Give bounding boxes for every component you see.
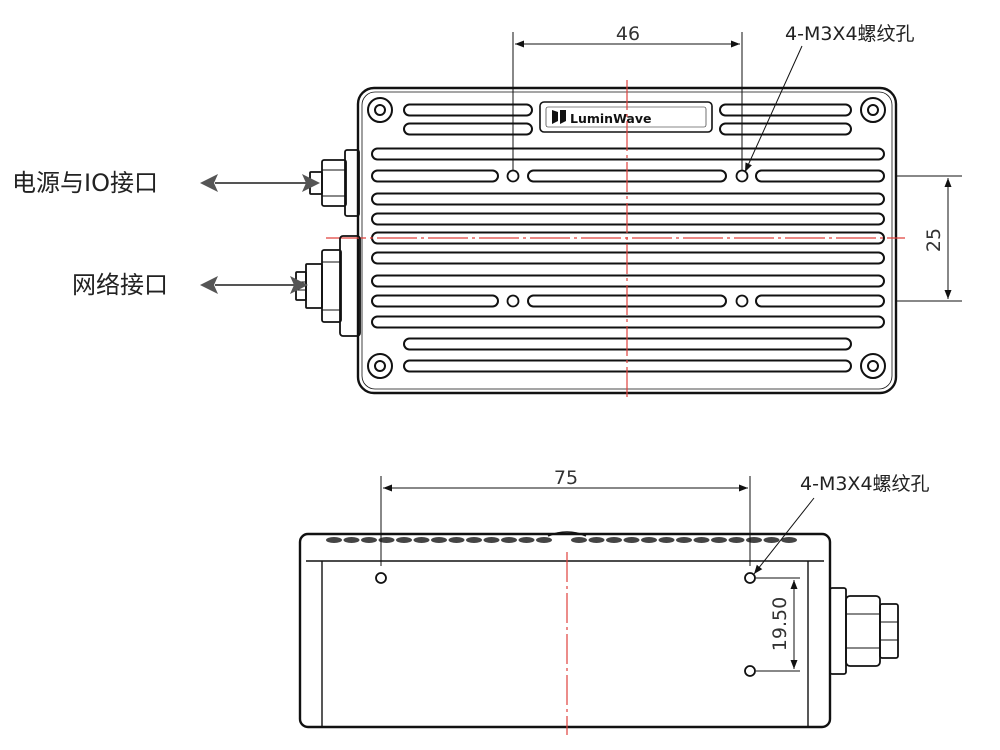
side-mount-hole-right-top <box>744 572 756 584</box>
cooling-fin-row-10-right <box>755 294 885 308</box>
mount-hole-bottom-left <box>506 294 520 308</box>
side-view-connector <box>829 587 899 675</box>
side-hole-callout-label: 4-M3X4螺纹孔 <box>800 473 930 495</box>
brand-name-text: LuminWave <box>570 111 651 126</box>
side-fin-tip-13 <box>536 537 552 543</box>
side-hole-callout-leader <box>753 497 815 575</box>
corner-screw-bottom-right <box>860 353 886 379</box>
side-dimension-75 <box>380 476 751 566</box>
top-dimension-25-label: 25 <box>923 228 945 252</box>
top-hole-callout-label: 4-M3X4螺纹孔 <box>785 23 915 45</box>
brand-logo-plate: LuminWave <box>539 101 713 133</box>
side-fin-tip-10 <box>483 537 500 543</box>
side-fin-tip-8 <box>448 537 465 543</box>
cooling-fin-row-8 <box>371 251 885 265</box>
side-fin-tip-6 <box>413 537 430 543</box>
top-hole-callout-leader <box>744 45 803 173</box>
side-fin-tip-3 <box>361 537 377 543</box>
side-view: 75 4-M3X4螺纹孔 19.50 <box>298 467 930 735</box>
side-view-fins <box>326 531 797 543</box>
side-dimension-19-50-label: 19.50 <box>769 597 791 651</box>
cooling-fin-row-1-left <box>403 103 533 117</box>
cooling-fin-row-1-right <box>719 103 852 117</box>
side-fin-tip-9 <box>466 537 482 543</box>
side-fin-tip-19 <box>641 537 657 543</box>
cooling-fin-row-4-right <box>755 169 885 183</box>
side-fin-tip-11 <box>501 537 517 543</box>
side-fin-tip-5 <box>396 537 412 543</box>
cooling-fin-row-2-right <box>719 122 852 136</box>
cooling-fin-row-11 <box>371 315 885 329</box>
side-fin-tip-1 <box>326 537 342 543</box>
cooling-fin-row-9 <box>371 274 885 288</box>
cooling-fin-row-2-left <box>403 122 533 136</box>
cooling-fin-row-10-left <box>371 294 499 308</box>
side-dimension-19-50 <box>756 577 800 672</box>
port-label-power-io: 电源与IO接口 <box>12 169 158 197</box>
mount-hole-bottom-right <box>735 294 749 308</box>
side-fin-tip-18 <box>623 537 640 543</box>
side-fin-tip-15 <box>571 537 587 543</box>
mount-hole-top-left <box>506 169 520 183</box>
corner-screw-bottom-left <box>367 353 393 379</box>
side-fin-tip-4 <box>378 537 395 543</box>
cooling-fin-row-5 <box>371 192 885 206</box>
top-dimension-46 <box>512 32 743 170</box>
side-fin-tip-23 <box>711 537 727 543</box>
side-fin-tip-24 <box>728 537 745 543</box>
side-fin-tip-22 <box>693 537 710 543</box>
corner-screw-top-left <box>367 97 393 123</box>
side-mount-hole-left <box>375 572 387 584</box>
mount-hole-top-right <box>735 169 749 183</box>
top-dimension-46-label: 46 <box>616 23 640 45</box>
brand-logo-icon <box>552 110 566 124</box>
side-fin-tip-20 <box>658 537 675 543</box>
side-fin-tip-17 <box>606 537 622 543</box>
side-fin-tip-25 <box>746 537 762 543</box>
port-label-network: 网络接口 <box>72 271 168 299</box>
side-dimension-75-label: 75 <box>554 467 578 489</box>
power-io-connector <box>309 149 360 217</box>
top-dimension-25 <box>896 175 962 302</box>
port-arrow-power-io <box>200 174 320 192</box>
top-view: LuminWave 电源与IO接口 <box>12 23 962 400</box>
side-fin-tip-2 <box>343 537 360 543</box>
side-mount-hole-right-bottom <box>744 665 756 677</box>
cooling-fin-row-6 <box>371 212 885 226</box>
side-fin-tip-7 <box>431 537 447 543</box>
side-fin-tip-21 <box>676 537 692 543</box>
side-fin-tip-26 <box>763 537 780 543</box>
side-fin-tip-16 <box>588 537 605 543</box>
side-fin-tip-27 <box>781 537 797 543</box>
port-arrow-network <box>200 276 308 294</box>
side-logo-bump <box>547 531 587 537</box>
cooling-fin-row-4-left <box>371 169 499 183</box>
cooling-fin-row-3 <box>371 147 885 161</box>
corner-screw-top-right <box>860 97 886 123</box>
side-fin-tip-12 <box>518 537 535 543</box>
